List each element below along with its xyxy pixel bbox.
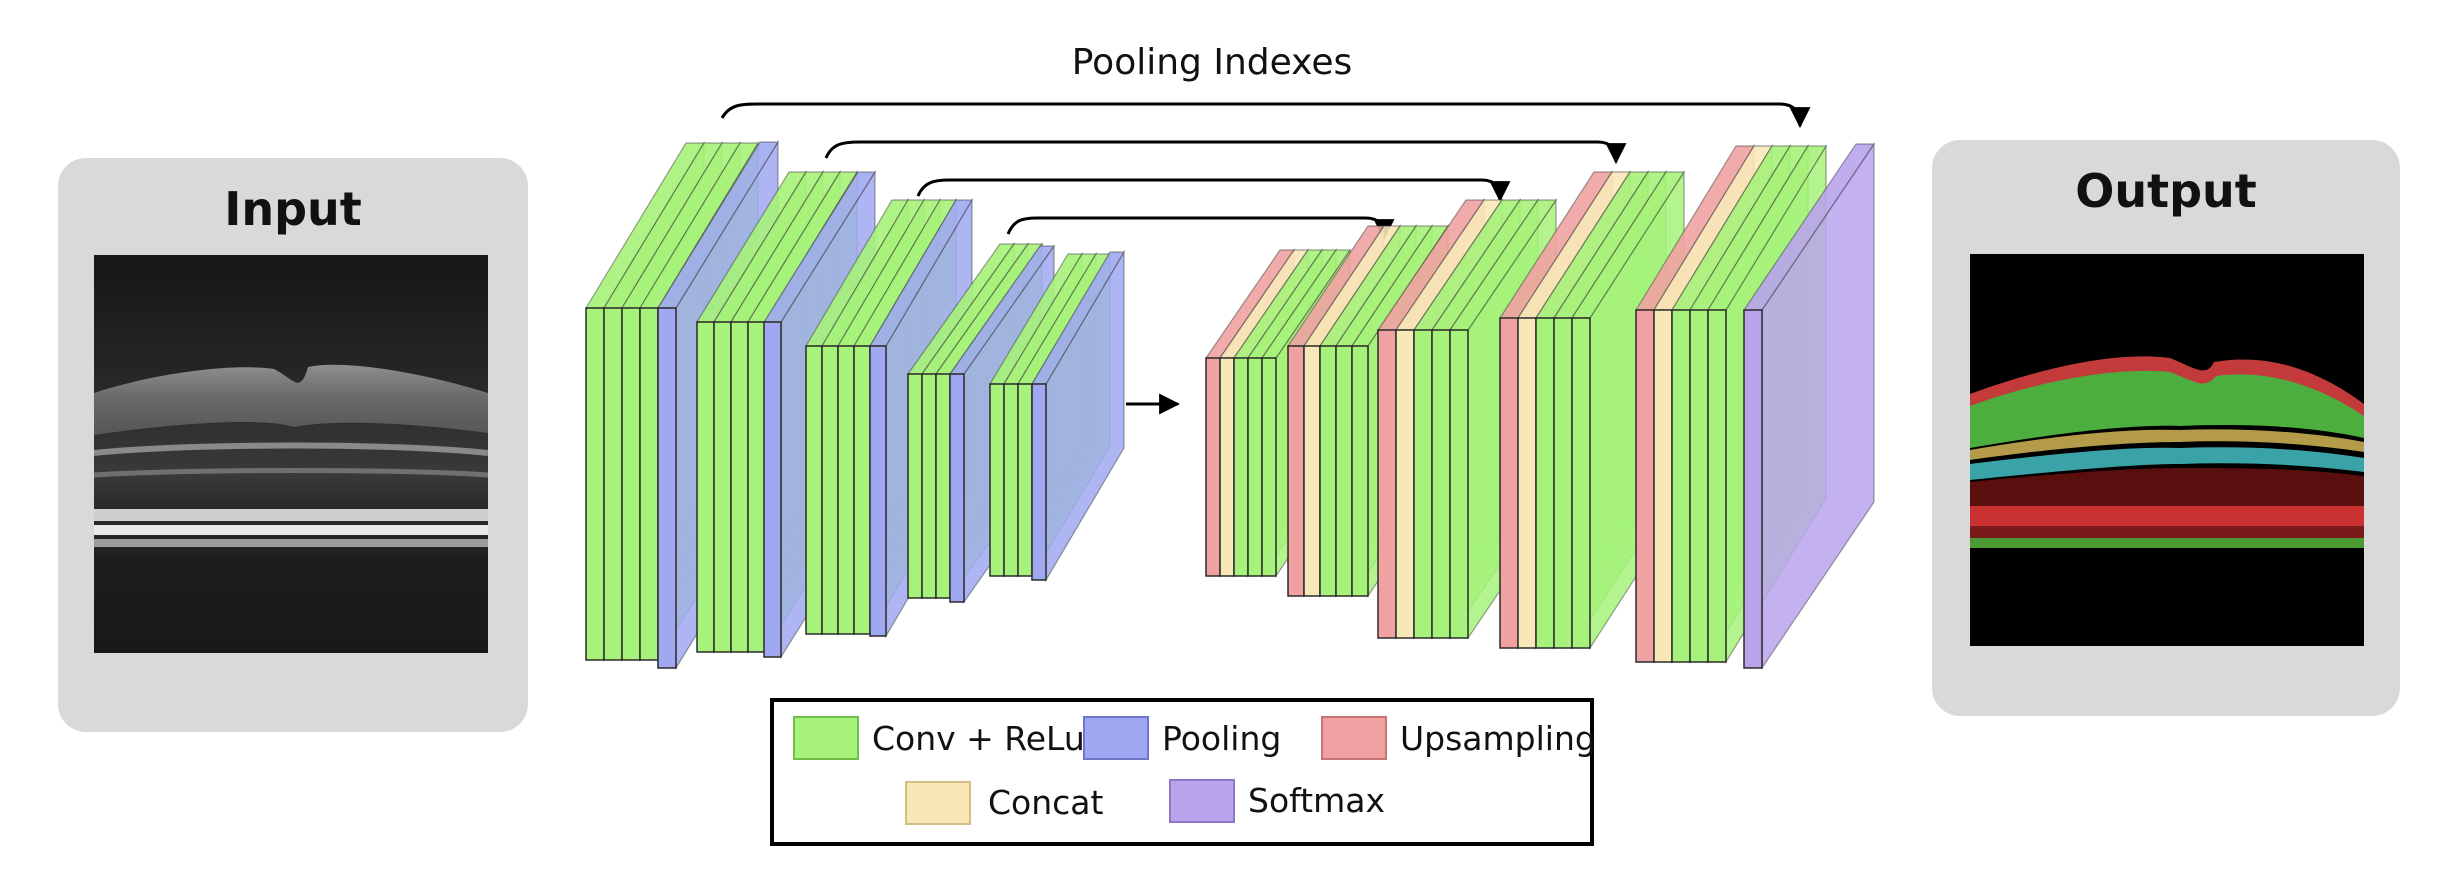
pooling-indexes-label: Pooling Indexes <box>1072 42 1353 83</box>
softmax-layer-slab <box>1742 142 1876 670</box>
legend-swatch-pooling <box>1083 716 1149 760</box>
legend-label-pooling: Pooling <box>1162 719 1281 758</box>
input-panel-title: Input <box>224 182 362 236</box>
legend: Conv + ReLu Pooling Upsampling Concat So… <box>770 698 1596 846</box>
output-panel: Output <box>1932 140 2400 716</box>
legend-swatch-conv-relu <box>793 716 859 760</box>
layer-slabs <box>584 139 1876 671</box>
skip-arrow-level-4-icon <box>1006 216 1395 241</box>
pool-layer-slab <box>1030 249 1126 583</box>
legend-label-upsampling: Upsampling <box>1400 719 1596 758</box>
legend-label-conv-relu: Conv + ReLu <box>872 719 1085 758</box>
legend-label-concat: Concat <box>988 783 1104 822</box>
input-oct-image <box>94 255 488 653</box>
legend-swatch-softmax <box>1169 779 1235 823</box>
legend-swatch-concat <box>905 781 971 825</box>
legend-swatch-upsampling <box>1321 716 1387 760</box>
output-panel-title: Output <box>2075 164 2257 218</box>
oct-scan-graphic <box>94 255 488 653</box>
input-panel: Input <box>58 158 528 732</box>
skip-arrow-level-3-icon <box>916 178 1511 203</box>
skip-arrow-level-2-icon <box>824 140 1627 165</box>
legend-label-softmax: Softmax <box>1248 781 1385 820</box>
output-segmentation-image <box>1970 254 2364 646</box>
segmentation-mask-graphic <box>1970 254 2364 646</box>
skip-arrow-level-1-icon <box>720 102 1811 129</box>
